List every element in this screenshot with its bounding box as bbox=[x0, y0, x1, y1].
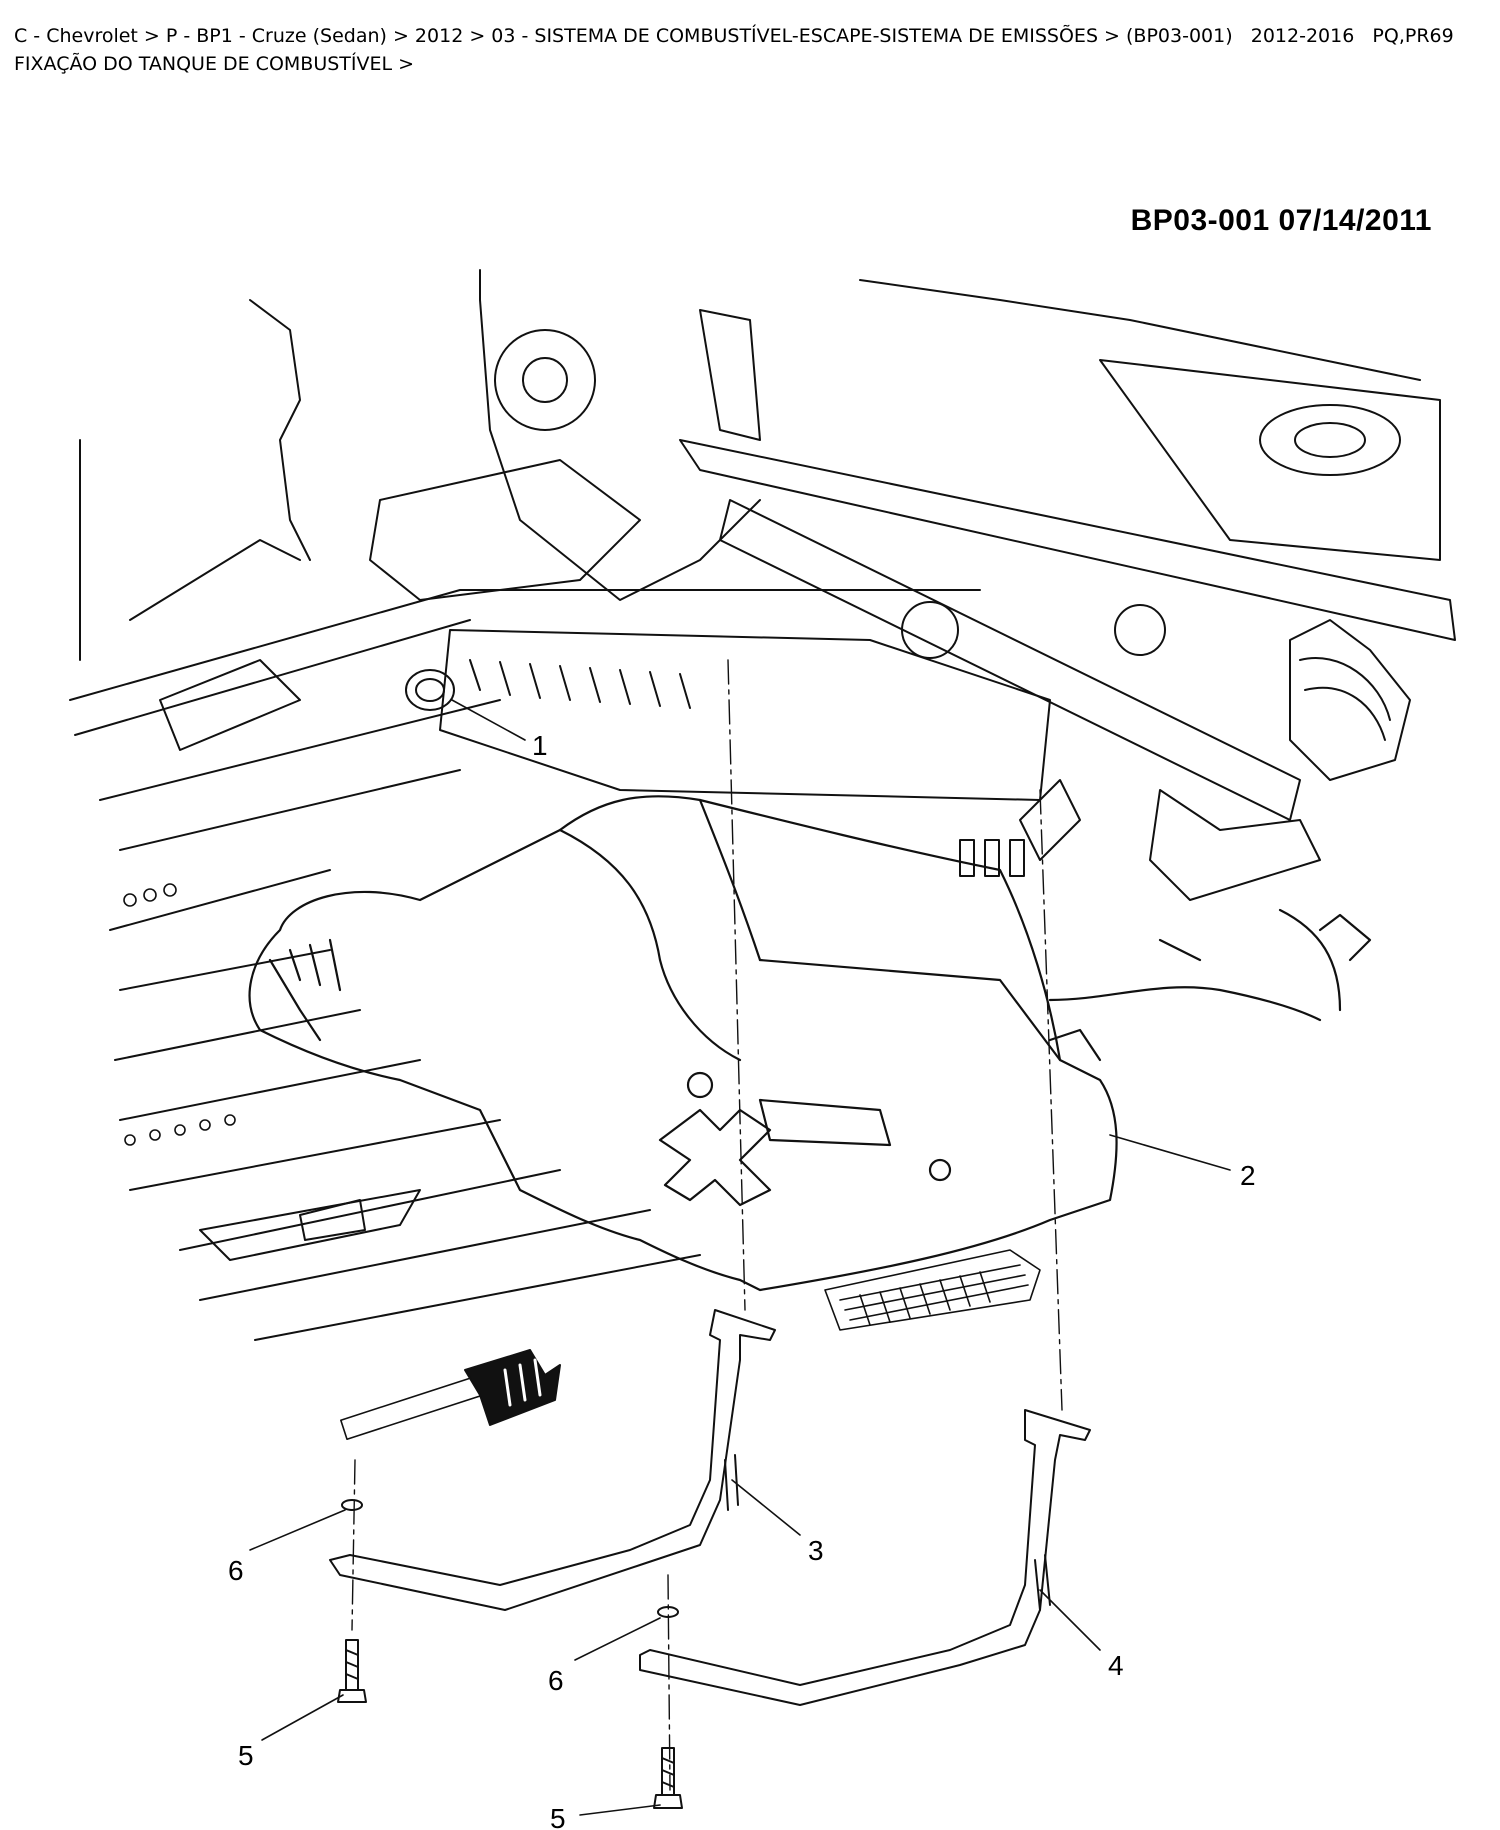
callout-label-6a: 6 bbox=[228, 1555, 244, 1586]
bolt-5 bbox=[337, 1639, 683, 1809]
evap-canister-screen bbox=[824, 1249, 1041, 1331]
fuel-tank-strap-4 bbox=[639, 1409, 1091, 1706]
callout-label-6b: 6 bbox=[548, 1665, 564, 1696]
grommet-1 bbox=[405, 669, 455, 711]
breadcrumb-line-2[interactable]: FIXAÇÃO DO TANQUE DE COMBUSTÍVEL > bbox=[14, 53, 415, 75]
callout-leaders bbox=[249, 699, 1231, 1816]
front-arrow-icon bbox=[464, 1349, 561, 1426]
diagram-code-date: BP03-001 07/14/2011 bbox=[1130, 204, 1432, 237]
callout-label-5b: 5 bbox=[550, 1803, 566, 1830]
fuel-tank bbox=[248, 795, 1372, 1292]
callout-label-2: 2 bbox=[1240, 1160, 1256, 1191]
breadcrumb: C - Chevrolet > P - BP1 - Cruze (Sedan) … bbox=[14, 22, 1490, 78]
fuel-tank-strap-3 bbox=[329, 1309, 776, 1611]
callout-label-1: 1 bbox=[532, 730, 548, 761]
callout-labels: 1 2 3 4 5 5 6 6 bbox=[228, 730, 1256, 1830]
callout-label-5a: 5 bbox=[238, 1740, 254, 1771]
callout-label-3: 3 bbox=[808, 1535, 824, 1566]
assembly-center-lines bbox=[351, 659, 1063, 1791]
washer-6 bbox=[341, 1499, 679, 1618]
floor-holes bbox=[123, 883, 500, 1441]
callout-label-4: 4 bbox=[1108, 1650, 1124, 1681]
floor-panel bbox=[69, 439, 981, 1341]
breadcrumb-line-1[interactable]: C - Chevrolet > P - BP1 - Cruze (Sedan) … bbox=[14, 25, 1454, 47]
rear-suspension bbox=[249, 269, 1456, 901]
